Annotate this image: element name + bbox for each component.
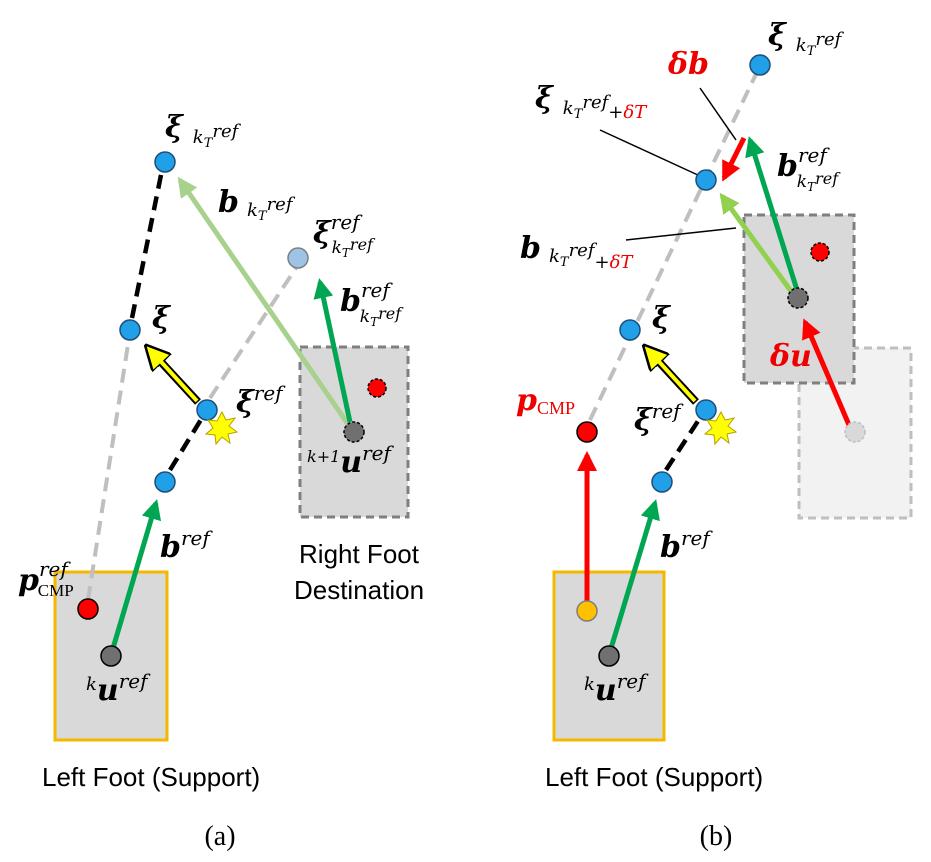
caption-a: (a) bbox=[204, 821, 235, 852]
label-xi-ref: ξref bbox=[236, 381, 286, 420]
label-p-cmp: pCMP bbox=[516, 383, 575, 418]
shifted-foot-cmp-point bbox=[810, 242, 830, 262]
label-b-ref-b: bref bbox=[660, 526, 713, 565]
b-kT-arrow bbox=[177, 176, 355, 432]
p-cmp-point bbox=[576, 421, 598, 443]
leader-xi-kT-dT bbox=[599, 129, 701, 177]
u-ref-k-point-b bbox=[598, 645, 620, 667]
xi-ref-starburst bbox=[204, 410, 239, 446]
xi-kT-point bbox=[154, 151, 176, 173]
u-ref-k-point bbox=[100, 645, 122, 667]
b-ref-end-point-b bbox=[651, 471, 673, 493]
u-ref-k1-point bbox=[343, 421, 365, 443]
delta-b-arrow bbox=[721, 136, 747, 182]
xi-ref-to-xi-ref-kT-gray-dash bbox=[208, 266, 298, 400]
b-ref-kT-arrow-b bbox=[745, 136, 800, 291]
xi-point-b bbox=[619, 319, 641, 341]
support-cop-point bbox=[576, 600, 598, 622]
b-ref-kT-arrow bbox=[313, 278, 353, 423]
xi-ref-point bbox=[196, 399, 218, 421]
b-ref-arrow-b bbox=[606, 499, 660, 656]
xi-kT-dT-point bbox=[695, 169, 717, 191]
left-foot-label-a: Left Foot (Support) bbox=[42, 762, 260, 792]
b-ref-arrow bbox=[108, 499, 162, 656]
label-xi: ξ bbox=[152, 301, 172, 336]
label-delta-b: δb bbox=[667, 47, 709, 82]
original-foot-u-point bbox=[844, 421, 866, 443]
b-ref-point-to-xi-ref-black-dash-b bbox=[664, 416, 702, 472]
shifted-foot-u-point bbox=[787, 287, 809, 309]
b-ref-end-point bbox=[154, 471, 176, 493]
right-foot-label-line1: Right Foot bbox=[299, 539, 420, 569]
label-delta-u: δu bbox=[769, 339, 812, 374]
caption-b: (b) bbox=[700, 821, 733, 852]
label-xi-b: ξ bbox=[652, 301, 672, 336]
cmp-to-xi-gray-dash bbox=[86, 337, 131, 601]
b-ref-point-to-xi-ref-black-dash bbox=[168, 416, 204, 472]
xi-ref-to-xi-yellow-arrow-fill-b bbox=[650, 352, 697, 403]
xi-to-xi-kT-black-dash bbox=[129, 169, 165, 319]
left-foot-label-b: Left Foot (Support) bbox=[545, 762, 763, 792]
xi-kT-point-b bbox=[749, 54, 771, 76]
leader-b-kT-dT bbox=[625, 227, 737, 241]
xi-point bbox=[119, 319, 141, 341]
label-u-ref-k-b: kuref bbox=[584, 669, 649, 708]
xi-ref-point-b bbox=[695, 399, 717, 421]
label-b-ref: bref bbox=[160, 526, 213, 565]
delta-u-arrow bbox=[802, 318, 855, 433]
right-foot-cmp-point bbox=[367, 378, 387, 398]
b-kT-dT-arrow bbox=[719, 192, 796, 296]
p-ref-cmp-point bbox=[77, 598, 99, 620]
xi-ref-to-xi-yellow-arrow-fill bbox=[152, 352, 199, 403]
right-foot-label-line2: Destination bbox=[294, 575, 424, 605]
label-xi-ref-b: ξref bbox=[634, 399, 684, 438]
label-u-ref-k1: k+1uref bbox=[307, 441, 394, 480]
leader-delta-b bbox=[699, 87, 737, 141]
label-u-ref-k: kuref bbox=[86, 669, 151, 708]
xi-ref-kT-point bbox=[287, 247, 309, 269]
xi-ref-starburst-b bbox=[703, 410, 738, 446]
